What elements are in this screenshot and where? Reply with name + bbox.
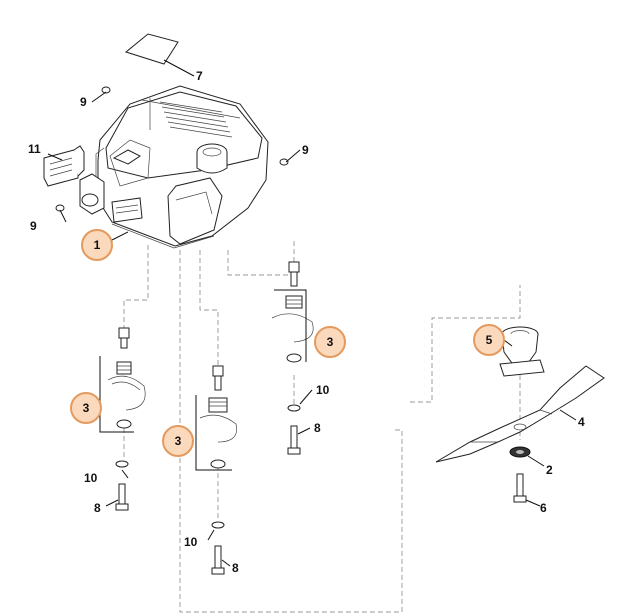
- callout-10-middle[interactable]: 10: [184, 535, 198, 549]
- badge-3-left-marker: [70, 392, 102, 424]
- callout-8-left[interactable]: 8: [94, 501, 101, 515]
- blade-bolt-part[interactable]: [513, 473, 527, 503]
- callout-3-middle[interactable]: 3: [175, 434, 182, 448]
- nut-part[interactable]: [55, 86, 289, 212]
- callout-labels: 1 3 3 3 5 7 9 11 9 9 4 2 6 10 8 10 8 10 …: [28, 69, 585, 575]
- cover-gasket-part[interactable]: [124, 33, 179, 65]
- callout-9-left[interactable]: 9: [30, 219, 37, 233]
- callout-7[interactable]: 7: [196, 69, 203, 83]
- callout-2[interactable]: 2: [546, 463, 553, 477]
- badge-1-marker: [81, 229, 113, 261]
- mount-stack-right[interactable]: [271, 261, 314, 455]
- badge-5-marker: [473, 324, 505, 356]
- callout-4[interactable]: 4: [578, 415, 585, 429]
- callout-8-middle[interactable]: 8: [232, 561, 239, 575]
- engine-assembly[interactable]: [79, 85, 269, 249]
- bracket-part[interactable]: [43, 145, 85, 187]
- mount-stack-left[interactable]: [99, 327, 146, 511]
- callout-10-right[interactable]: 10: [316, 383, 330, 397]
- callout-8-right[interactable]: 8: [314, 421, 321, 435]
- mower-blade-part[interactable]: [435, 365, 605, 463]
- badge-3-middle-marker: [162, 425, 194, 457]
- callout-11[interactable]: 11: [28, 142, 41, 156]
- callout-5[interactable]: 5: [486, 333, 493, 347]
- leader-lines: [47, 59, 577, 567]
- badge-3-right-marker: [314, 326, 346, 358]
- callout-1[interactable]: 1: [94, 238, 101, 252]
- callout-9-right[interactable]: 9: [302, 143, 309, 157]
- assembly-dashed-lines: [123, 240, 521, 613]
- callout-3-left[interactable]: 3: [83, 401, 90, 415]
- callout-badges: [70, 229, 505, 457]
- blade-adapter-part[interactable]: [499, 326, 545, 377]
- blade-washer-part[interactable]: [509, 446, 531, 458]
- callout-9-top[interactable]: 9: [80, 95, 87, 109]
- mount-stack-middle[interactable]: [195, 365, 237, 575]
- callout-3-right[interactable]: 3: [327, 335, 334, 349]
- callout-10-left[interactable]: 10: [84, 471, 98, 485]
- callout-6[interactable]: 6: [540, 501, 547, 515]
